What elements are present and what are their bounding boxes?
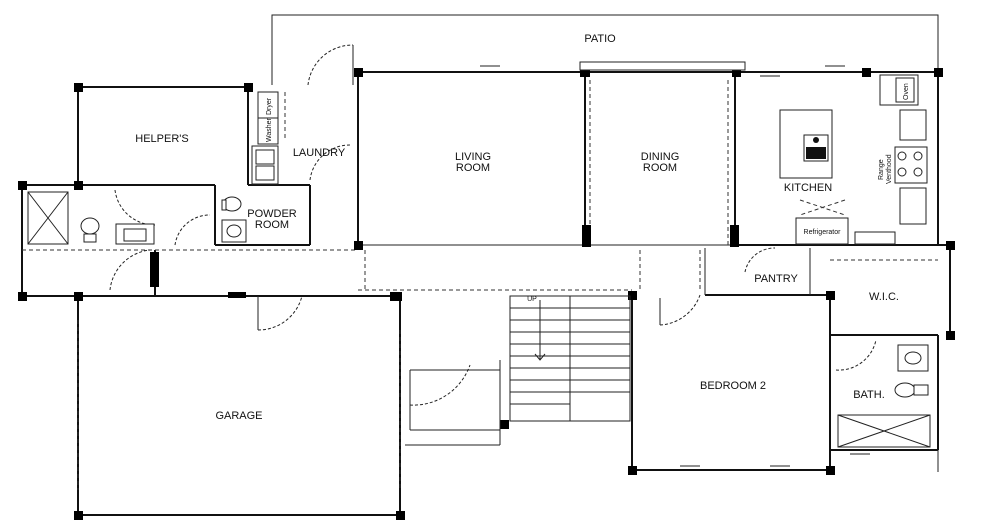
helpers-bath-fixtures <box>27 191 155 245</box>
garage-windows <box>77 320 401 490</box>
dashed-lines <box>22 80 938 291</box>
refrigerator-label: Refrigerator <box>804 229 842 236</box>
powder-room-label-line2: ROOM <box>255 219 289 231</box>
patio-label: PATIO <box>584 33 616 45</box>
patio-area <box>271 14 939 85</box>
powder-room-fixtures <box>221 196 247 243</box>
range-label: Range <box>878 159 885 180</box>
laundry-fixtures <box>251 91 286 185</box>
oven-label: Oven <box>903 83 910 100</box>
kitchen-label: KITCHEN <box>784 182 832 194</box>
kitchen-fixtures <box>779 74 928 245</box>
dining-room-label-line1: DINING <box>641 151 680 163</box>
stair-up-label: UP <box>527 296 537 303</box>
wic-label: W.I.C. <box>869 291 899 303</box>
column-posts <box>18 68 955 520</box>
doors <box>109 44 877 406</box>
helpers-room-label: HELPER'S <box>135 133 188 145</box>
garage-label: GARAGE <box>215 410 262 422</box>
dryer-label: Dryer <box>266 97 273 115</box>
pantry-label: PANTRY <box>754 273 798 285</box>
bath-label: BATH. <box>853 389 885 401</box>
slider-marks <box>480 61 870 467</box>
washer-label: Washer <box>266 117 273 142</box>
powder-room-label-line1: POWDER <box>247 208 297 220</box>
venthood-label: Venthood <box>886 154 893 184</box>
bedroom-2-label: BEDROOM 2 <box>700 380 766 392</box>
bath-fixtures <box>837 344 931 448</box>
living-room-label-line2: ROOM <box>456 162 490 174</box>
laundry-label: LAUNDRY <box>293 147 346 159</box>
staircase <box>405 295 631 446</box>
living-room-label-line1: LIVING <box>455 151 491 163</box>
interior-walls <box>78 72 938 336</box>
dining-room-label-line2: ROOM <box>643 162 677 174</box>
